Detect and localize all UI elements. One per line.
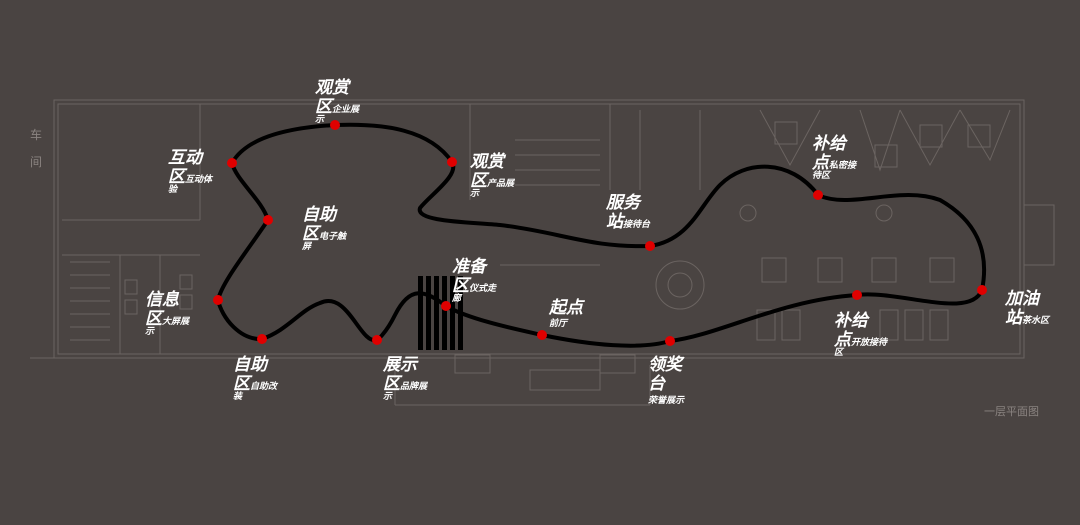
station-subtitle: 前厅 <box>549 319 568 329</box>
dot-jiayou <box>977 285 987 295</box>
dot-zizhu-1 <box>263 215 273 225</box>
station-title-2: 区 <box>452 276 469 296</box>
station-label-qidian: 起点 前厅 <box>549 300 583 329</box>
station-subtitle: 品牌展 <box>400 382 428 392</box>
station-subtitle-2: 示 <box>315 115 325 125</box>
station-title-2: 台 <box>648 374 665 394</box>
station-title-2: 站 <box>606 212 623 232</box>
station-title: 互动 <box>168 148 202 168</box>
station-title-2: 站 <box>1005 308 1022 328</box>
station-label-zizhu-2: 自助 区自助改 装 <box>233 357 277 402</box>
station-title-2: 区 <box>315 97 332 117</box>
plan-side-char: 间 <box>30 155 43 169</box>
station-subtitle: 接待台 <box>623 220 651 230</box>
station-subtitle: 产品展 <box>487 179 515 189</box>
station-title-2: 区 <box>383 374 400 394</box>
station-title-2: 点 <box>834 330 851 350</box>
station-dots <box>213 120 987 346</box>
station-label-lingjiang: 领奖 台 荣誉展示 <box>648 357 684 406</box>
station-title: 准备 <box>452 257 486 277</box>
station-subtitle: 茶水区 <box>1022 316 1050 326</box>
station-subtitle-2: 屏 <box>302 242 312 252</box>
dot-lingjiang <box>665 336 675 346</box>
station-title: 展示 <box>383 355 417 375</box>
station-title: 领奖 <box>648 355 682 375</box>
station-label-guanshang-2: 观赏 区产品展 示 <box>470 154 514 199</box>
station-title: 补给 <box>812 134 846 154</box>
station-subtitle-2: 示 <box>383 392 393 402</box>
station-label-zizhu-1: 自助 区电子触 屏 <box>302 207 346 252</box>
dot-xinxi <box>213 295 223 305</box>
stairs <box>70 139 600 341</box>
station-subtitle: 企业展 <box>332 105 360 115</box>
station-subtitle: 私密接 <box>829 161 857 171</box>
station-title-2: 区 <box>302 224 319 244</box>
station-label-zhanshi: 展示 区品牌展 示 <box>383 357 427 402</box>
dot-guanshang-2 <box>447 157 457 167</box>
station-subtitle-2: 装 <box>233 392 243 402</box>
station-label-buji-2: 补给 点开放接待 区 <box>834 313 887 358</box>
station-subtitle: 互动体 <box>185 175 213 185</box>
station-subtitle: 自助改 <box>250 382 278 392</box>
station-title: 起点 <box>549 298 583 318</box>
station-subtitle-2: 验 <box>168 185 178 195</box>
dot-guanshang-1 <box>330 120 340 130</box>
station-subtitle-2: 示 <box>145 327 155 337</box>
station-subtitle: 开放接待 <box>851 338 888 348</box>
station-title-2: 区 <box>470 171 487 191</box>
plan-side-label: 车 间 <box>30 122 42 176</box>
dot-zizhu-2 <box>257 334 267 344</box>
station-title: 观赏 <box>315 78 349 98</box>
dot-buji-1 <box>813 190 823 200</box>
station-label-xinxi: 信息 区大屏展 示 <box>145 292 189 337</box>
station-title: 自助 <box>233 355 267 375</box>
dot-hudong <box>227 158 237 168</box>
plan-caption: 一层平面图 <box>984 405 1039 418</box>
station-title: 观赏 <box>470 152 504 172</box>
visitor-route <box>216 122 987 348</box>
station-subtitle: 电子触 <box>319 232 347 242</box>
station-label-jiayou: 加油 站茶水区 <box>1005 291 1049 327</box>
station-label-zhunbei: 准备 区仪式走 廊 <box>452 259 496 304</box>
station-title: 自助 <box>302 205 336 225</box>
station-subtitle-2: 区 <box>834 348 844 358</box>
dot-buji-2 <box>852 290 862 300</box>
dot-fuwu <box>645 241 655 251</box>
station-title: 补给 <box>834 311 868 331</box>
station-subtitle-2: 待区 <box>812 171 831 181</box>
station-title: 加油 <box>1005 289 1039 309</box>
station-label-guanshang-1: 观赏 区企业展 示 <box>315 80 359 125</box>
station-label-buji-1: 补给 点私密接 待区 <box>812 136 856 181</box>
dot-zhanshi <box>372 335 382 345</box>
station-subtitle: 仪式走 <box>469 284 497 294</box>
station-title-2: 点 <box>812 153 829 173</box>
plan-side-char: 车 <box>30 128 43 142</box>
station-subtitle: 荣誉展示 <box>648 396 685 406</box>
dot-qidian <box>537 330 547 340</box>
station-label-hudong: 互动 区互动体 验 <box>168 150 212 195</box>
architectural-plan <box>30 99 1055 406</box>
station-subtitle-2: 廊 <box>452 294 462 304</box>
station-subtitle: 大屏展 <box>162 317 190 327</box>
dot-zhunbei <box>441 301 451 311</box>
station-title: 信息 <box>145 290 179 310</box>
station-title-2: 区 <box>233 374 250 394</box>
station-subtitle-2: 示 <box>470 189 480 199</box>
station-title: 服务 <box>606 193 640 213</box>
station-title-2: 区 <box>145 309 162 329</box>
station-label-fuwu: 服务 站接待台 <box>606 195 650 231</box>
station-title-2: 区 <box>168 167 185 187</box>
